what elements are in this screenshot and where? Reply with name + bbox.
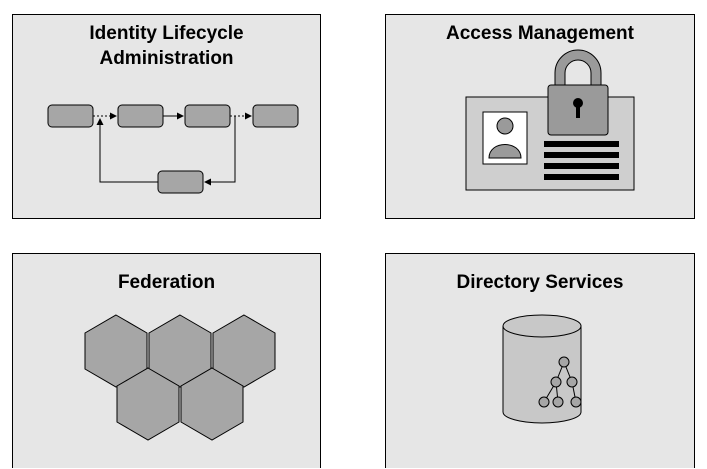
tree-leaf-3: [570, 396, 582, 408]
federation-title: Federation: [117, 272, 216, 293]
tree-leaf-1: [538, 396, 550, 408]
database-cylinder-top: [502, 314, 582, 338]
padlock-shackle: [555, 50, 601, 85]
id-text-line-2: [544, 152, 619, 158]
tree-node-right: [566, 376, 578, 388]
flow-step-5: [157, 170, 204, 194]
flow-step-4: [252, 104, 299, 128]
federation-hexagon-4: [116, 367, 180, 441]
federation-panel: Federation: [12, 253, 321, 468]
id-text-line-1: [544, 141, 619, 147]
id-text-line-3: [544, 163, 619, 169]
flow-step-3: [184, 104, 231, 128]
identity-lifecycle-title-line2: Administration: [99, 48, 234, 69]
flow-arrow-5-1: [96, 118, 158, 183]
federation-hexagon-1: [84, 314, 148, 388]
person-body: [488, 144, 522, 159]
identity-lifecycle-title-line1: Identity Lifecycle: [89, 23, 244, 44]
federation-hexagon-5: [180, 367, 244, 441]
tree-node-root: [558, 356, 570, 368]
id-text-line-4: [544, 174, 619, 180]
directory-services-title: Directory Services: [456, 272, 624, 293]
flow-step-1: [47, 104, 94, 128]
flow-step-2: [117, 104, 164, 128]
tree-leaf-2: [552, 396, 564, 408]
identity-lifecycle-panel: Identity Lifecycle Administration: [12, 14, 321, 219]
hexagon-cluster-icon: [84, 314, 276, 441]
keyhole-slot: [576, 103, 580, 118]
tree-node-left: [550, 376, 562, 388]
federation-hexagon-3: [212, 314, 276, 388]
lifecycle-flow-diagram: [47, 104, 299, 194]
directory-services-panel: Directory Services: [385, 253, 695, 468]
flow-arrow-3-5: [204, 116, 236, 186]
tree-nodes: [538, 356, 582, 408]
federation-hexagon-2: [148, 314, 212, 388]
id-badge-with-padlock-icon: [465, 49, 635, 191]
access-management-title: Access Management: [446, 23, 634, 44]
person-head: [496, 117, 514, 135]
database-tree-icon: [502, 314, 582, 424]
access-management-panel: Access Management: [385, 14, 695, 219]
